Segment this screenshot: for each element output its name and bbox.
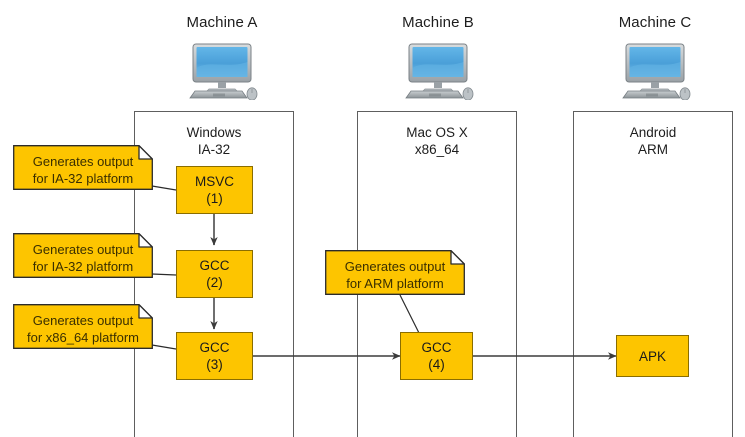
container-label-machine-a: Windows IA-32 [186, 125, 242, 157]
machine-title-c: Machine C [618, 14, 692, 31]
note-arm[interactable]: Generates output for ARM platform [325, 250, 465, 295]
node-gcc-2[interactable]: GCC (2) [176, 250, 253, 298]
node-index: (3) [206, 357, 223, 372]
node-gcc-4[interactable]: GCC (4) [400, 332, 473, 380]
note-x86-64[interactable]: Generates output for x86_64 platform [13, 304, 153, 349]
machine-title-b: Machine B [402, 14, 474, 31]
node-label: APK [638, 348, 666, 364]
note-ia32-2[interactable]: Generates output for IA-32 platform [13, 233, 153, 278]
node-index: (2) [206, 275, 223, 290]
node-msvc-1[interactable]: MSVC (1) [176, 166, 253, 214]
node-label: MSVC [194, 174, 234, 189]
note-text: Generates output for IA-32 platform [32, 241, 134, 274]
node-gcc-3[interactable]: GCC (3) [176, 332, 253, 380]
note-ia32-1[interactable]: Generates output for IA-32 platform [13, 145, 153, 190]
desktop-computer-icon-c [616, 42, 694, 100]
note-text: Generates output for x86_64 platform [26, 312, 139, 345]
desktop-computer-icon-a [183, 42, 261, 100]
machine-title-a: Machine A [186, 14, 258, 31]
node-index: (4) [428, 357, 445, 372]
container-label-machine-b: Mac OS X x86_64 [406, 125, 468, 157]
container-label-machine-c: Android ARM [629, 125, 677, 157]
node-label: GCC [199, 340, 230, 355]
node-apk[interactable]: APK [616, 335, 689, 377]
container-machine-c: Android ARM [573, 111, 733, 437]
note-shape-icon [13, 233, 153, 278]
note-shape-icon [325, 250, 465, 295]
desktop-computer-icon-b [399, 42, 477, 100]
node-label: GCC [199, 258, 230, 273]
note-text: Generates output for ARM platform [344, 258, 446, 291]
note-text: Generates output for IA-32 platform [32, 153, 134, 186]
node-label: GCC [421, 340, 452, 355]
note-shape-icon [13, 145, 153, 190]
note-shape-icon [13, 304, 153, 349]
node-index: (1) [206, 191, 223, 206]
